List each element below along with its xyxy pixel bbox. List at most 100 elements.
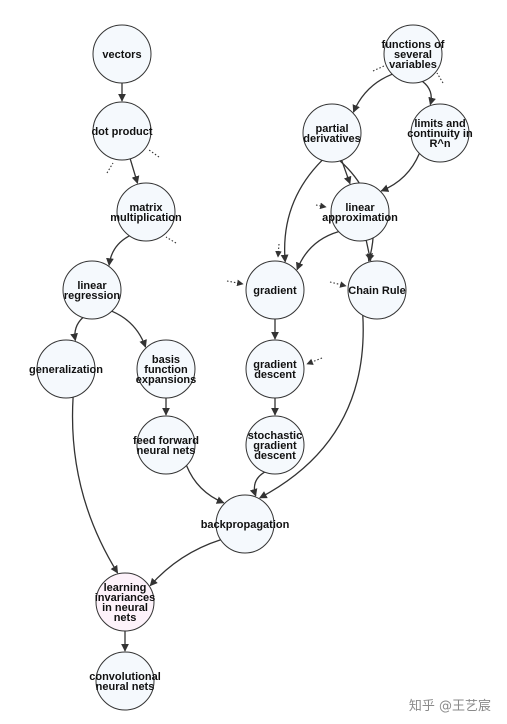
node-circle [245,415,305,475]
node-label: regression [64,290,121,302]
node-circle [302,103,362,163]
node-label: nets [114,612,137,624]
edge-functions-of-several-variables-to-limits-and-continuity [422,80,436,106]
dotted-stub-edge [148,149,160,158]
node-circle [347,260,407,320]
edge-partial-derivatives-to-gradient [280,159,323,263]
node-label: neural nets [96,681,155,693]
dotted-stub-edge [315,202,327,210]
node-chain-rule[interactable]: Chain Rule [347,260,407,320]
node-label: linear [345,202,375,214]
dotted-stub-edge [165,236,177,244]
node-backpropagation[interactable]: backpropagation [201,494,290,554]
node-label: expansions [136,374,197,386]
node-label: multiplication [110,212,182,224]
node-label: partial [315,123,348,135]
dotted-stub-edge [306,357,323,365]
edge-linear-regression-to-generalization [70,317,84,342]
node-label: several [394,49,432,61]
node-label: neural nets [137,445,196,457]
node-circle [92,101,152,161]
node-label: generalization [29,364,103,376]
edge-linear-approximation-to-gradient [296,230,339,271]
node-label: backpropagation [201,519,290,531]
node-label: dot product [91,126,152,138]
node-circle [36,339,96,399]
node-label: limits and [414,118,465,130]
node-gradient[interactable]: gradient [245,260,305,320]
node-label: gradient [253,440,297,452]
edge-chain-rule-to-backpropagation [259,315,364,499]
node-label: gradient [253,359,297,371]
node-circle [330,182,390,242]
node-circle [136,339,196,399]
edge-limits-and-continuity-to-linear-approximation [380,153,421,192]
node-label: Chain Rule [348,285,405,297]
node-circle [410,103,470,163]
node-circle [95,651,155,711]
node-circle [92,24,152,84]
node-label: stochastic [248,430,302,442]
node-circle [383,24,443,84]
node-label: gradient [253,285,297,297]
node-label: descent [254,369,296,381]
edges-layer [70,73,436,652]
node-label: variables [389,59,437,71]
node-circle [245,260,305,320]
node-label: R^n [429,138,450,150]
node-label: learning [104,582,147,594]
dotted-stub-edge [372,65,385,72]
dotted-stub-edge [106,162,114,174]
node-label: feed forward [133,435,199,447]
edge-functions-of-several-variables-to-partial-derivatives [352,73,393,113]
node-circle [136,415,196,475]
node-circle [116,182,176,242]
node-label: vectors [102,49,141,61]
node-circle [95,572,155,632]
edge-linear-regression-to-basis-function-expansions [111,310,147,348]
node-generalization[interactable]: generalization [29,339,103,399]
node-label: invariances [95,592,156,604]
dotted-stub-edge [226,279,244,287]
node-label: matrix [129,202,163,214]
edge-backpropagation-to-learning-invariances [149,539,221,587]
node-label: derivatives [303,133,360,145]
dotted-stub-edge [275,243,282,258]
node-label: descent [254,450,296,462]
node-label: in neural [102,602,148,614]
edge-stochastic-gradient-descent-to-backpropagation [249,471,266,497]
edge-feed-forward-neural-nets-to-backpropagation [185,465,225,504]
dotted-stub-edge [436,72,444,84]
edge-linear-approximation-to-chain-rule [365,240,373,262]
dotted-stub-edge [329,281,347,288]
edge-dot-product-to-matrix-multiplication [129,158,140,184]
edge-generalization-to-learning-invariances [71,397,119,574]
node-label: function [144,364,188,376]
node-label: convolutional [89,671,161,683]
node-dot-product[interactable]: dot product [91,101,153,161]
node-vectors[interactable]: vectors [92,24,152,84]
node-label: functions of [382,39,445,51]
dotted-stub-edges [106,65,444,365]
node-circle [215,494,275,554]
node-label: basis [152,354,180,366]
watermark: 知乎 @王艺宸 [408,699,491,714]
node-label: linear [77,280,107,292]
node-circle [62,260,122,320]
node-label: continuity in [407,128,473,140]
edge-matrix-multiplication-to-linear-regression [106,235,130,267]
